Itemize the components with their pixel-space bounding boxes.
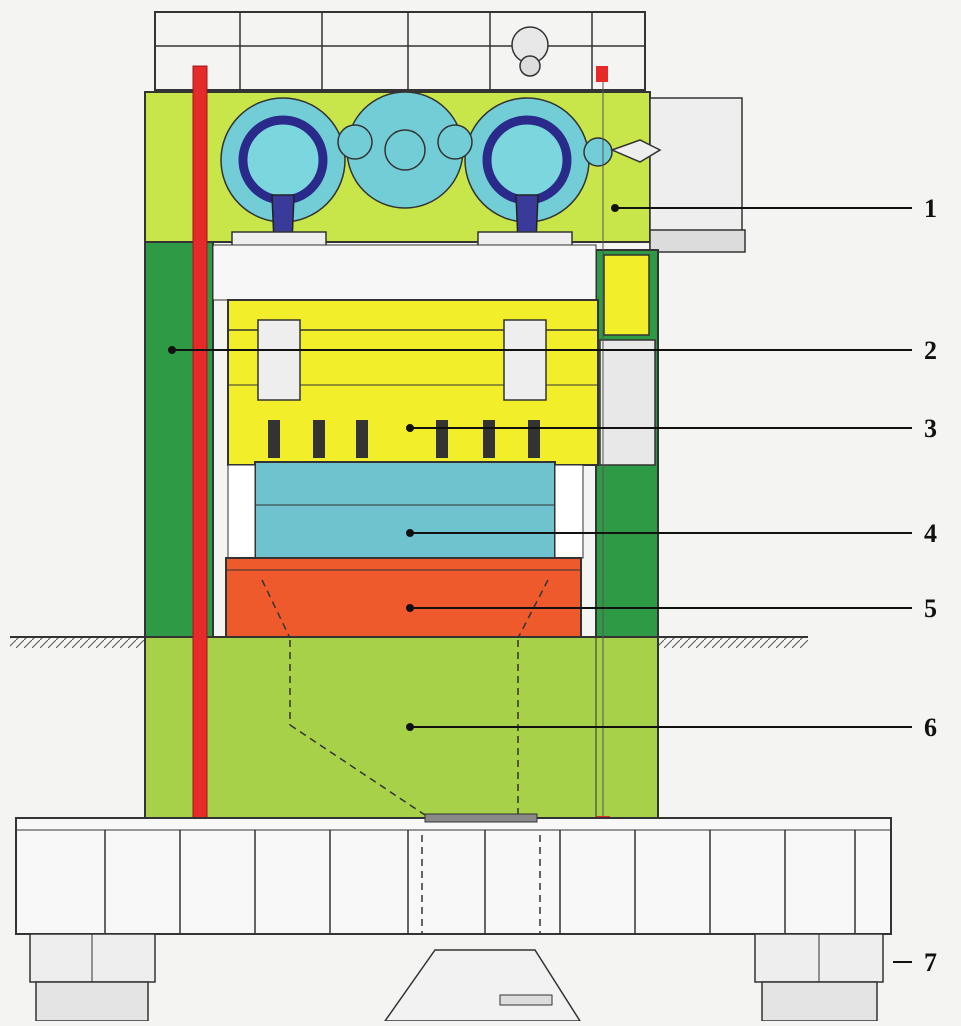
tie-rods	[192, 65, 610, 829]
slide	[227, 299, 599, 466]
foundation-base	[15, 813, 892, 935]
die	[227, 461, 584, 559]
leader-lines	[168, 204, 912, 963]
callout-label-5: 5	[924, 594, 937, 623]
callout-label-7: 7	[924, 948, 937, 977]
support-feet	[29, 933, 884, 1022]
callout-label-1: 1	[924, 194, 937, 223]
callout-label-6: 6	[924, 713, 937, 742]
bolster	[225, 557, 582, 639]
callout-label-4: 4	[924, 519, 937, 548]
gear-train	[220, 91, 662, 223]
top-cage	[154, 11, 646, 91]
callout-label-2: 2	[924, 336, 937, 365]
callout-label-3: 3	[924, 414, 937, 443]
ground-line	[10, 636, 808, 648]
